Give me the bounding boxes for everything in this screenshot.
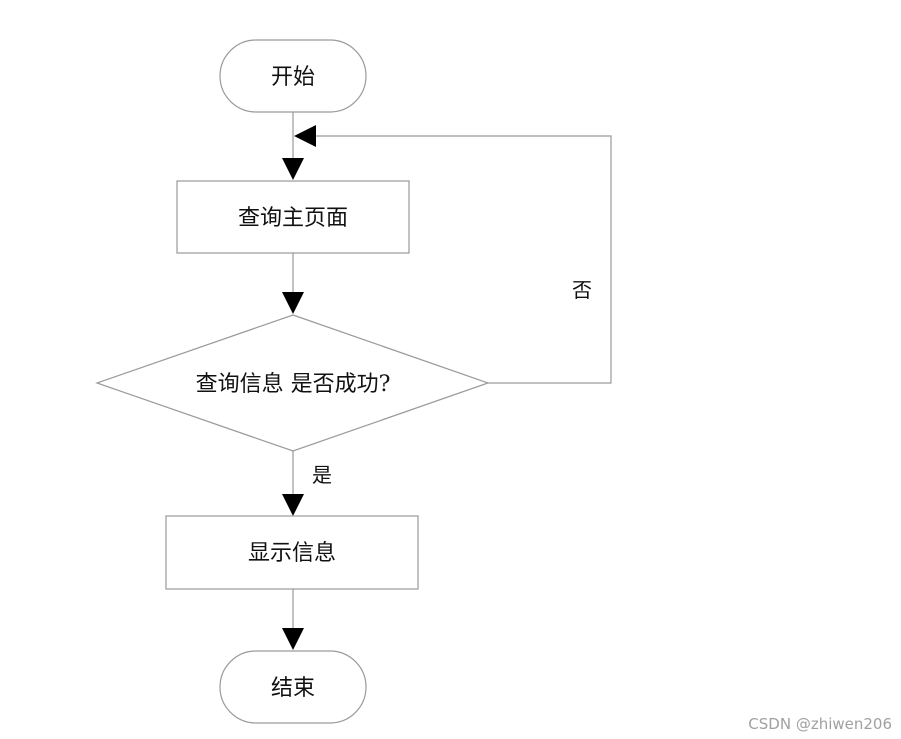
edge-show-to-end-arrowhead: [282, 628, 304, 650]
query-homepage-node-label: 查询主页面: [238, 206, 348, 231]
query-homepage-node-shape: [176, 180, 410, 254]
edge-no-loop-line: [316, 135, 612, 384]
edge-yes-label: 是: [312, 463, 332, 487]
end-node-shape: [219, 650, 367, 724]
edge-no-loop-arrowhead: [294, 125, 316, 147]
show-info-node-shape: [165, 515, 419, 590]
edge-start-to-query-arrowhead: [282, 158, 304, 180]
decision-node-label: 查询信息 是否成功?: [196, 372, 391, 397]
edge-no-label: 否: [572, 278, 592, 302]
end-node-label: 结束: [271, 676, 315, 701]
show-info-node-label: 显示信息: [248, 541, 336, 566]
edge-query-to-decision-arrowhead: [282, 292, 304, 314]
start-node-label: 开始: [271, 65, 315, 90]
edge-yes-arrowhead: [282, 494, 304, 516]
watermark-text: CSDN @zhiwen206: [748, 715, 892, 733]
